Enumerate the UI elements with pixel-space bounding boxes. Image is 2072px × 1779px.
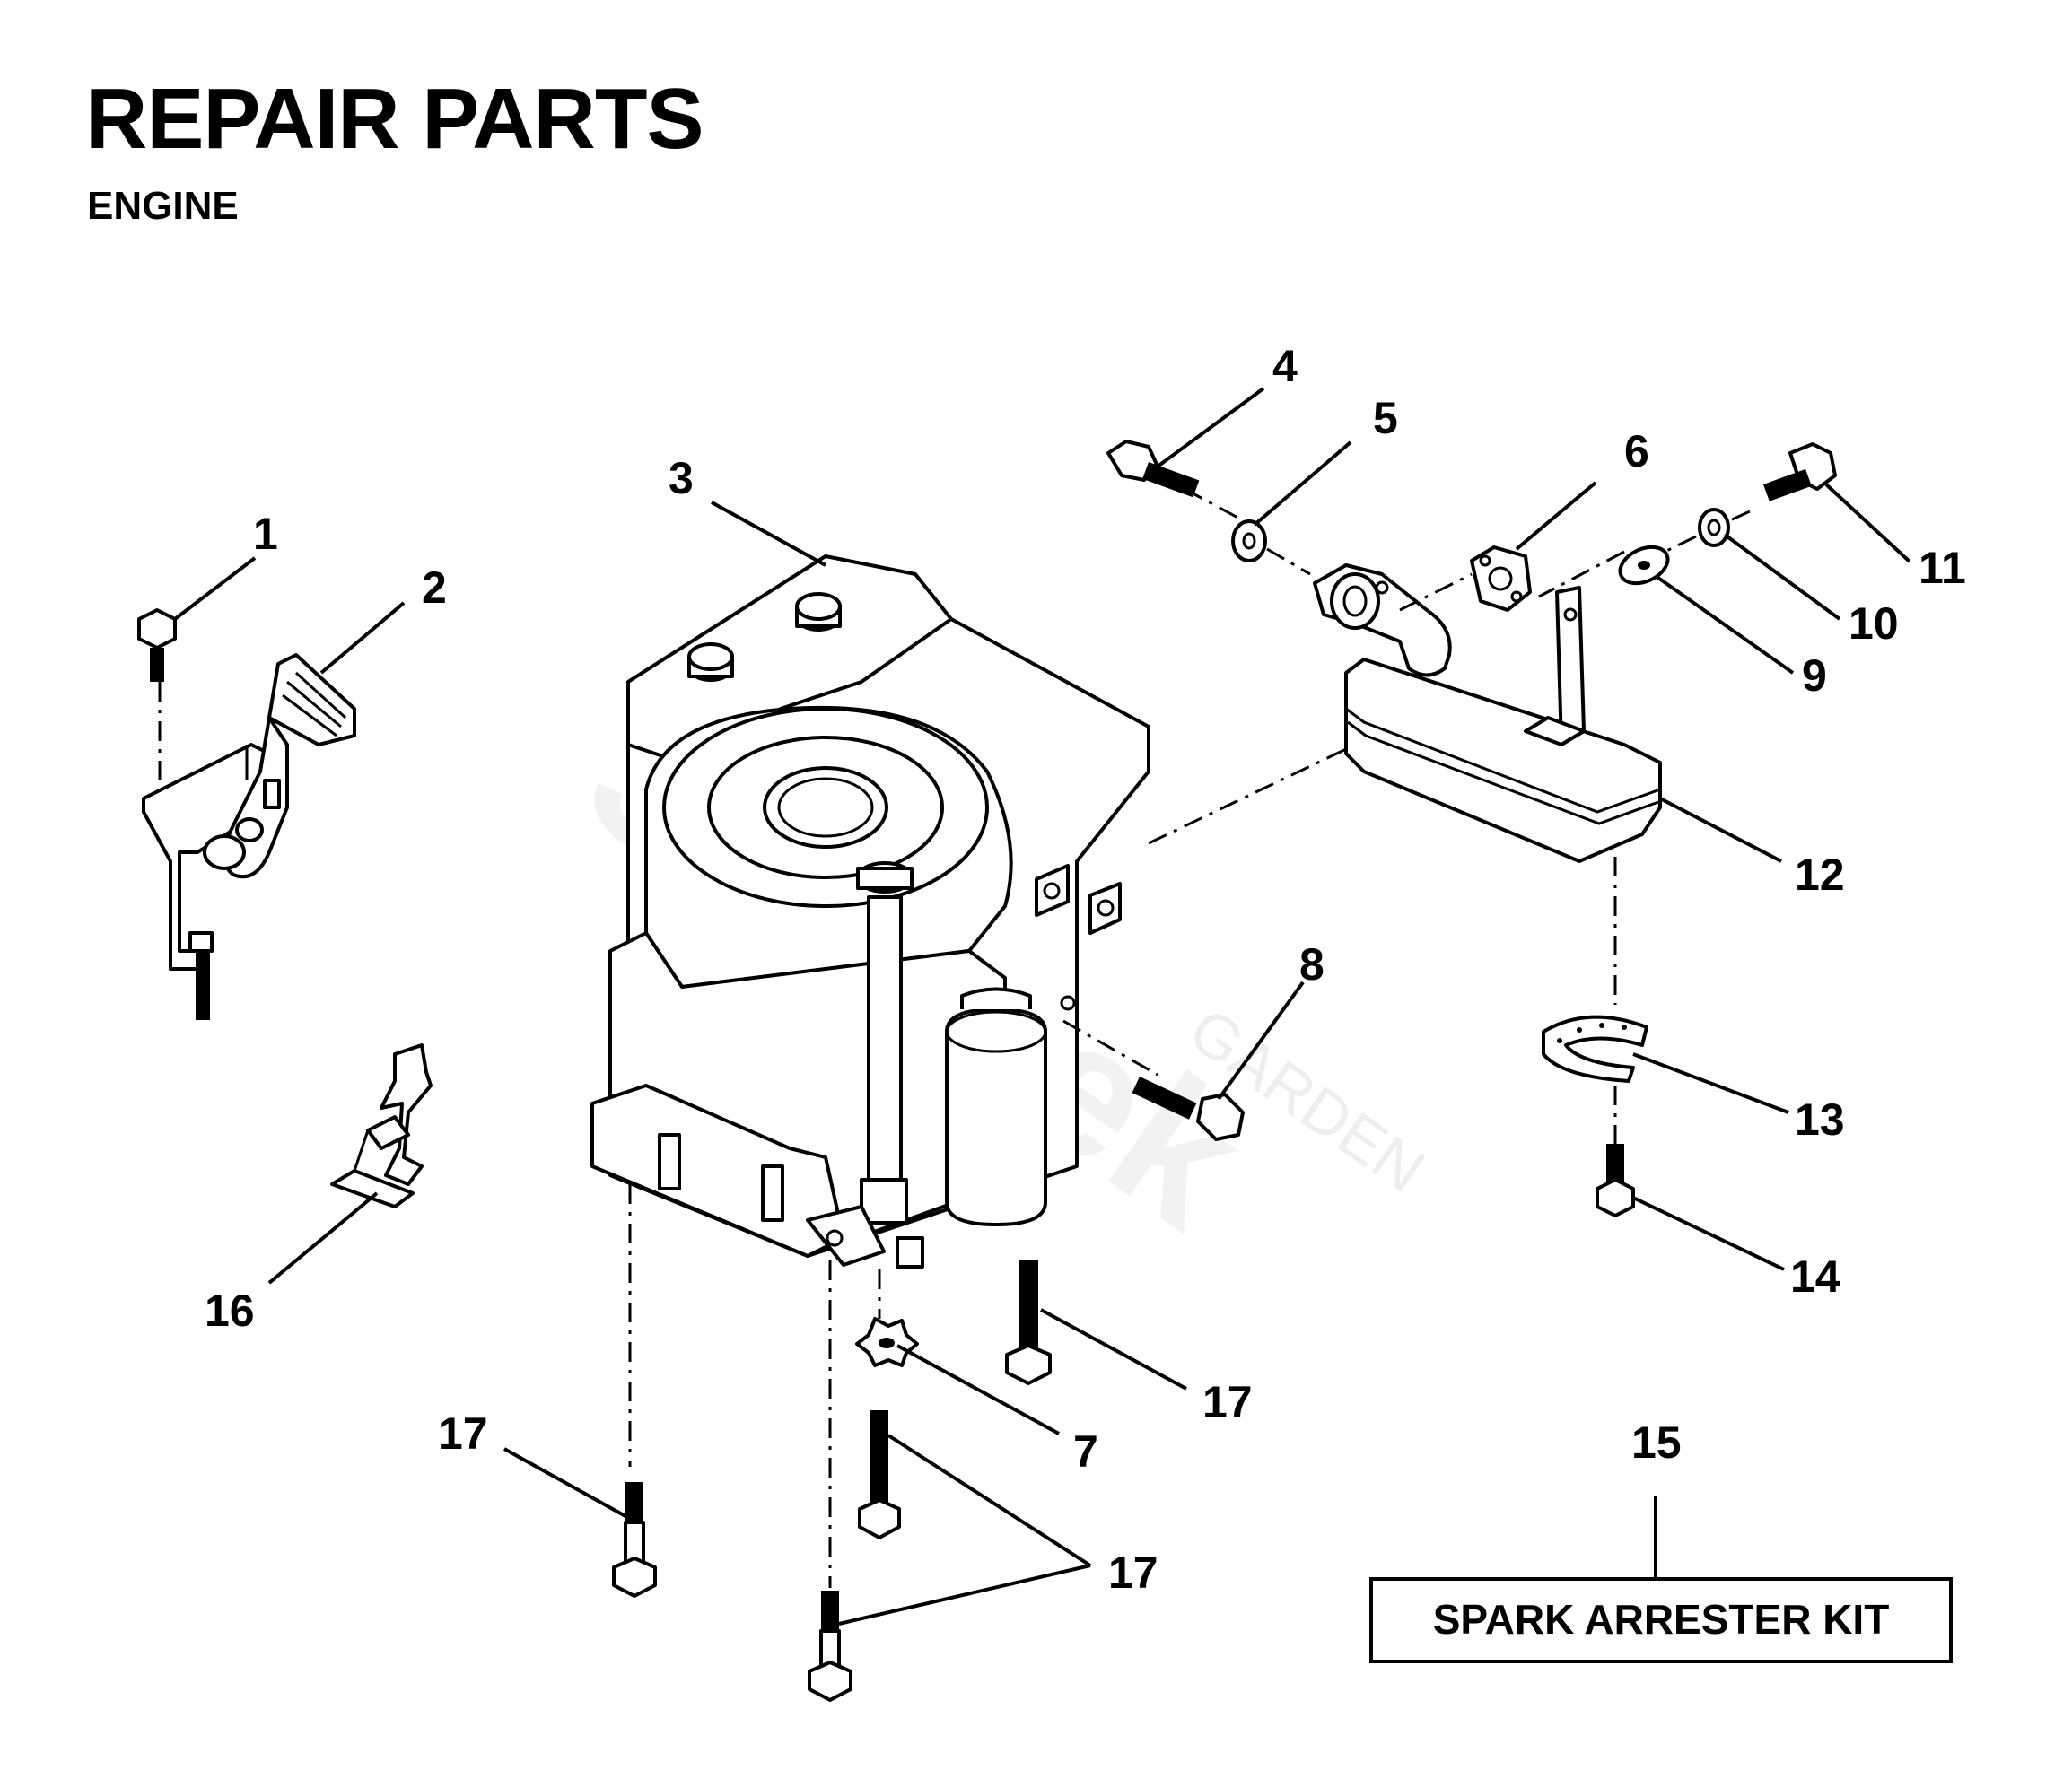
part-4-guide-line: [1184, 487, 1244, 522]
callout-13: 13: [1795, 1094, 1845, 1145]
spark-arrester-kit-box: SPARK ARRESTER KIT: [1369, 1577, 1953, 1663]
part-9-washer: [1618, 545, 1670, 586]
callout-3: 3: [669, 453, 694, 503]
part-1-screw: [137, 608, 177, 682]
part-16-clip: [330, 1043, 433, 1208]
callout-4: 4: [1272, 341, 1298, 391]
page-title: REPAIR PARTS: [85, 71, 704, 167]
part-17-bolt-left: [612, 1482, 657, 1598]
part-2-throttle-bracket: [142, 653, 356, 1020]
callout-9: 9: [1802, 650, 1827, 701]
callout-15: 15: [1631, 1417, 1682, 1468]
part-10-lockwasher: [1698, 508, 1730, 547]
callout-11: 11: [1919, 543, 1966, 593]
callout-16: 16: [205, 1286, 255, 1336]
callout-17-right: 17: [1202, 1377, 1253, 1427]
part-6-guide-line: [1399, 572, 1473, 612]
part-14-screw: [1596, 1144, 1635, 1217]
callout-14: 14: [1790, 1251, 1840, 1302]
part-12-muffler: [1344, 586, 1662, 863]
callout-17-left: 17: [438, 1408, 488, 1459]
callout-1: 1: [253, 509, 278, 559]
callout-6: 6: [1624, 426, 1649, 476]
part-8-guide-line: [1062, 1019, 1158, 1077]
part-3-engine: [590, 554, 1150, 1269]
part-10-guide-line: [1664, 535, 1697, 554]
callout-2: 2: [422, 562, 447, 613]
part-17-bolt-right: [1005, 1260, 1052, 1385]
leader-lines: [173, 387, 1911, 1626]
part-13-spark-screen: [1542, 1015, 1648, 1083]
callout-17-bottom: 17: [1108, 1548, 1158, 1598]
part-5-guide-line: [1266, 547, 1311, 576]
part-17-bolt-bottom: [808, 1591, 852, 1702]
part-8-bolt: [1132, 1077, 1245, 1141]
part-9-guide-line: [1538, 550, 1625, 598]
page-subtitle: ENGINE: [87, 184, 239, 228]
part-11-bolt: [1763, 442, 1837, 501]
part-17-bolt-center: [858, 1410, 901, 1539]
callout-10: 10: [1849, 598, 1899, 649]
callout-12: 12: [1795, 850, 1845, 900]
callout-8: 8: [1299, 939, 1325, 990]
part-11-guide-line: [1729, 510, 1751, 522]
engine-muffler-guide-line: [1148, 747, 1347, 845]
exhaust-pipe: [1313, 563, 1452, 677]
part-6-gasket: [1470, 545, 1532, 612]
spark-arrester-kit-label: SPARK ARRESTER KIT: [1433, 1596, 1890, 1643]
callout-5: 5: [1373, 393, 1398, 443]
part-5-washer: [1231, 519, 1267, 562]
part-7-star-washer: [855, 1317, 919, 1367]
callout-numbers: 1 2 3 4 5 6 7 8 9 10 11 12 13 14 15 16 1…: [205, 341, 1966, 1598]
callout-7: 7: [1073, 1426, 1098, 1477]
